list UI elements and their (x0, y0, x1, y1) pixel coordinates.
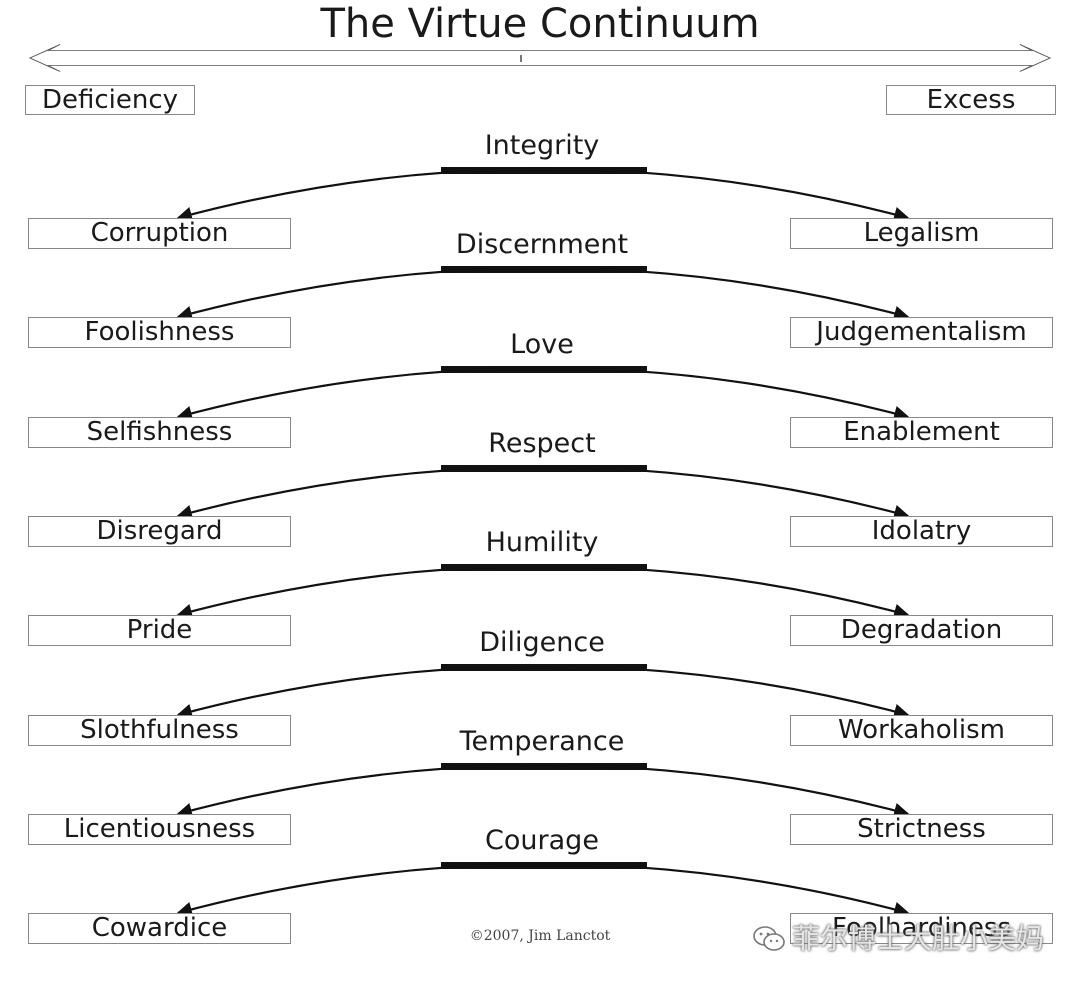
virtue-arc (176, 762, 910, 818)
deficiency-label: Deficiency (25, 85, 195, 115)
virtue-arc (176, 464, 910, 520)
excess-box: Idolatry (790, 515, 1053, 547)
deficiency-box: Licentiousness (28, 813, 291, 845)
virtue-bar (441, 564, 647, 572)
virtue-arc (176, 266, 910, 322)
excess-box: Strictness (790, 813, 1053, 845)
copyright-text: ©2007, Jim Lanctot (469, 928, 611, 944)
virtue-name: Respect (488, 427, 596, 459)
virtue-bar (441, 464, 647, 472)
diagram-title: The Virtue Continuum (320, 1, 760, 47)
virtue-arc (176, 365, 910, 421)
virtue-name: Integrity (484, 130, 600, 161)
watermark-text: 菲尔博士大肚小美妈 (792, 922, 1045, 955)
excess-box: Judgementalism (790, 317, 1053, 349)
continuum-axis (28, 44, 1052, 72)
excess-label: Excess (886, 85, 1056, 115)
virtue-name: Temperance (459, 725, 625, 757)
virtue-name: Love (510, 328, 574, 360)
virtue-arrow (176, 465, 910, 520)
virtue-name: Diligence (479, 626, 605, 658)
virtue-arrow (176, 664, 910, 719)
virtue-arrow (176, 763, 910, 818)
virtue-name: Discernment (455, 229, 629, 261)
wechat-icon (753, 926, 785, 951)
deficiency-box: Slothfulness (28, 714, 291, 746)
deficiency-box: Disregard (28, 515, 291, 547)
excess-box: Legalism (790, 218, 1053, 249)
excess-box: Foolhardiness (790, 913, 1053, 945)
deficiency-box: Corruption (28, 218, 291, 249)
virtue-arc (176, 663, 910, 719)
virtue-arrow (176, 862, 910, 917)
excess-box: Enablement (790, 416, 1053, 448)
virtue-bar (441, 266, 647, 274)
virtue-arc (176, 862, 910, 917)
excess-box: Degradation (790, 615, 1053, 647)
axis-double-arrow (28, 44, 1052, 72)
deficiency-box: Selfishness (28, 416, 291, 448)
deficiency-box: Cowardice (28, 913, 291, 945)
virtue-name: Humility (485, 527, 599, 559)
excess-box: Workaholism (790, 714, 1053, 746)
virtue-arrow (176, 366, 910, 421)
virtue-name: Courage (485, 825, 599, 857)
virtue-bar (441, 365, 647, 373)
virtue-bar (441, 663, 647, 671)
virtue-arc (176, 167, 910, 222)
virtue-bar (441, 762, 647, 770)
virtue-arrow (176, 267, 910, 322)
virtue-bar (441, 862, 647, 870)
deficiency-box: Pride (28, 615, 291, 647)
deficiency-box: Foolishness (28, 317, 291, 349)
virtue-arc (176, 564, 910, 620)
virtue-arrow (176, 167, 910, 222)
virtue-bar (441, 167, 647, 174)
virtue-arrow (176, 565, 910, 620)
